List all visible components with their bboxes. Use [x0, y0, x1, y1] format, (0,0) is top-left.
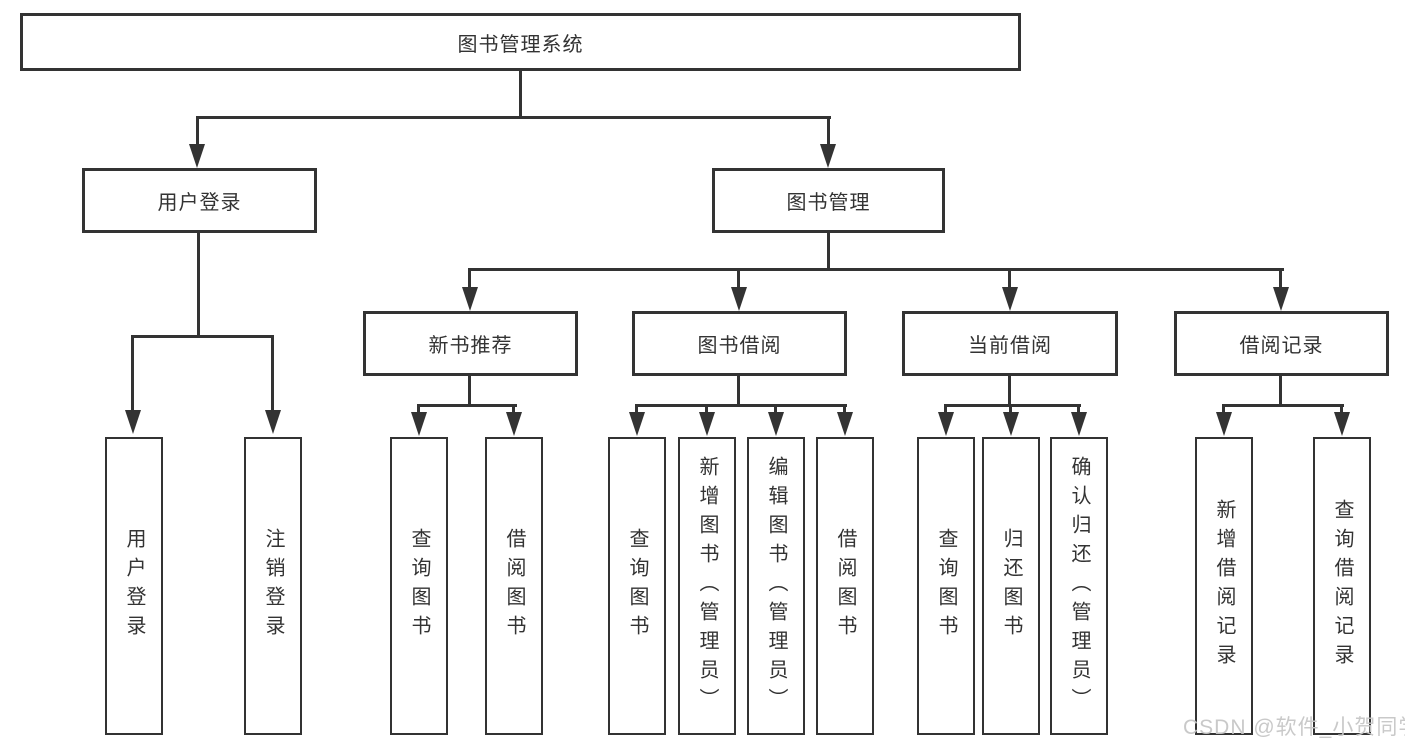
- node-current-borrow: 当前借阅: [902, 311, 1118, 376]
- connector-userlogin-drop: [131, 337, 134, 412]
- leaf-label: 用户登录: [123, 528, 145, 644]
- node-current-borrow-label: 当前借阅: [968, 335, 1052, 357]
- arrowhead-icon: [1216, 412, 1232, 436]
- arrowhead-icon: [506, 412, 522, 436]
- arrowhead-icon: [462, 287, 478, 311]
- connector-bookborrow-drop: [635, 406, 638, 414]
- node-book-borrow-label: 图书借阅: [697, 335, 782, 357]
- connector-level2-drop-right: [827, 118, 830, 146]
- connector-bookborrow-branch: [635, 404, 847, 407]
- connector-userlogin-stub: [197, 233, 200, 337]
- connector-level3-drop: [1279, 270, 1282, 288]
- connector-level3-drop: [468, 270, 471, 288]
- arrowhead-icon: [1334, 412, 1350, 436]
- leaf-label: 查询图书: [626, 528, 648, 644]
- node-user-login: 用户登录: [82, 168, 317, 233]
- connector-bookborrow-stub: [737, 376, 740, 406]
- leaf-logout: 注销登录: [244, 437, 302, 735]
- leaf-label: 查询图书: [935, 528, 957, 644]
- leaf-query-borrow-record: 查询借阅记录: [1313, 437, 1371, 735]
- leaf-label: 查询借阅记录: [1331, 499, 1353, 673]
- leaf-add-books-admin: 新增图书（管理员）: [678, 437, 736, 735]
- leaf-label: 借阅图书: [503, 528, 525, 644]
- leaf-label: 新增借阅记录: [1213, 499, 1235, 673]
- connector-root-stub: [519, 71, 522, 118]
- leaf-user-login: 用户登录: [105, 437, 163, 735]
- leaf-label: 借阅图书: [834, 528, 856, 644]
- connector-newbook-drop: [512, 406, 515, 414]
- node-book-management: 图书管理: [712, 168, 945, 233]
- leaf-edit-books-admin: 编辑图书（管理员）: [747, 437, 805, 735]
- leaf-label: 归还图书: [1000, 528, 1022, 644]
- node-root: 图书管理系统: [20, 13, 1021, 71]
- node-new-book-recommend: 新书推荐: [363, 311, 578, 376]
- leaf-current-query-books: 查询图书: [917, 437, 975, 735]
- leaf-label: 查询图书: [408, 528, 430, 644]
- connector-currentborrow-drop: [1077, 406, 1080, 414]
- arrowhead-icon: [411, 412, 427, 436]
- connector-level3-drop: [1008, 270, 1011, 288]
- leaf-confirm-return-admin: 确认归还（管理员）: [1050, 437, 1108, 735]
- leaf-borrow-books: 借阅图书: [816, 437, 874, 735]
- connector-borrowrecord-drop: [1222, 406, 1225, 414]
- connector-newbook-stub: [468, 376, 471, 406]
- connector-bookmgmt-stub: [827, 233, 830, 270]
- connector-level2-branch: [196, 116, 831, 119]
- arrowhead-icon: [837, 412, 853, 436]
- leaf-label: 编辑图书（管理员）: [765, 455, 787, 717]
- arrowhead-icon: [699, 412, 715, 436]
- leaf-add-borrow-record: 新增借阅记录: [1195, 437, 1253, 735]
- node-borrow-record-label: 借阅记录: [1239, 335, 1324, 357]
- arrowhead-icon: [189, 144, 205, 168]
- arrowhead-icon: [629, 412, 645, 436]
- connector-currentborrow-branch: [944, 404, 1081, 407]
- node-borrow-record: 借阅记录: [1174, 311, 1389, 376]
- connector-currentborrow-drop: [944, 406, 947, 414]
- connector-newbook-drop: [417, 406, 420, 414]
- arrowhead-icon: [820, 144, 836, 168]
- node-new-book-recommend-label: 新书推荐: [428, 335, 513, 357]
- arrowhead-icon: [938, 412, 954, 436]
- arrowhead-icon: [768, 412, 784, 436]
- arrowhead-icon: [125, 410, 141, 434]
- connector-bookborrow-drop: [705, 406, 708, 414]
- node-user-login-label: 用户登录: [157, 192, 242, 214]
- connector-newbook-branch: [417, 404, 517, 407]
- arrowhead-icon: [1071, 412, 1087, 436]
- csdn-watermark: CSDN @软件_小贺同学: [1183, 716, 1405, 739]
- arrowhead-icon: [1003, 412, 1019, 436]
- arrowhead-icon: [265, 410, 281, 434]
- leaf-newbook-query-books: 查询图书: [390, 437, 448, 735]
- leaf-label: 注销登录: [262, 528, 284, 644]
- leaf-return-books: 归还图书: [982, 437, 1040, 735]
- leaf-label: 确认归还（管理员）: [1068, 455, 1090, 717]
- connector-currentborrow-drop: [1009, 406, 1012, 414]
- connector-borrowrecord-drop: [1340, 406, 1343, 414]
- arrowhead-icon: [1002, 287, 1018, 311]
- arrowhead-icon: [731, 287, 747, 311]
- node-root-label: 图书管理系统: [457, 33, 584, 56]
- connector-level2-drop-left: [196, 118, 199, 146]
- arrowhead-icon: [1273, 287, 1289, 311]
- connector-level3-drop: [737, 270, 740, 288]
- connector-bookborrow-drop: [843, 406, 846, 414]
- connector-currentborrow-stub: [1008, 376, 1011, 406]
- connector-borrowrecord-branch: [1222, 404, 1344, 407]
- connector-userlogin-branch: [131, 335, 274, 338]
- leaf-label: 新增图书（管理员）: [696, 455, 718, 717]
- connector-level3-branch: [468, 268, 1284, 271]
- connector-borrowrecord-stub: [1279, 376, 1282, 406]
- leaf-newbook-borrow-books: 借阅图书: [485, 437, 543, 735]
- leaf-borrow-query-books: 查询图书: [608, 437, 666, 735]
- node-book-management-label: 图书管理: [786, 192, 871, 214]
- node-book-borrow: 图书借阅: [632, 311, 847, 376]
- connector-userlogin-drop: [271, 337, 274, 412]
- connector-bookborrow-drop: [774, 406, 777, 414]
